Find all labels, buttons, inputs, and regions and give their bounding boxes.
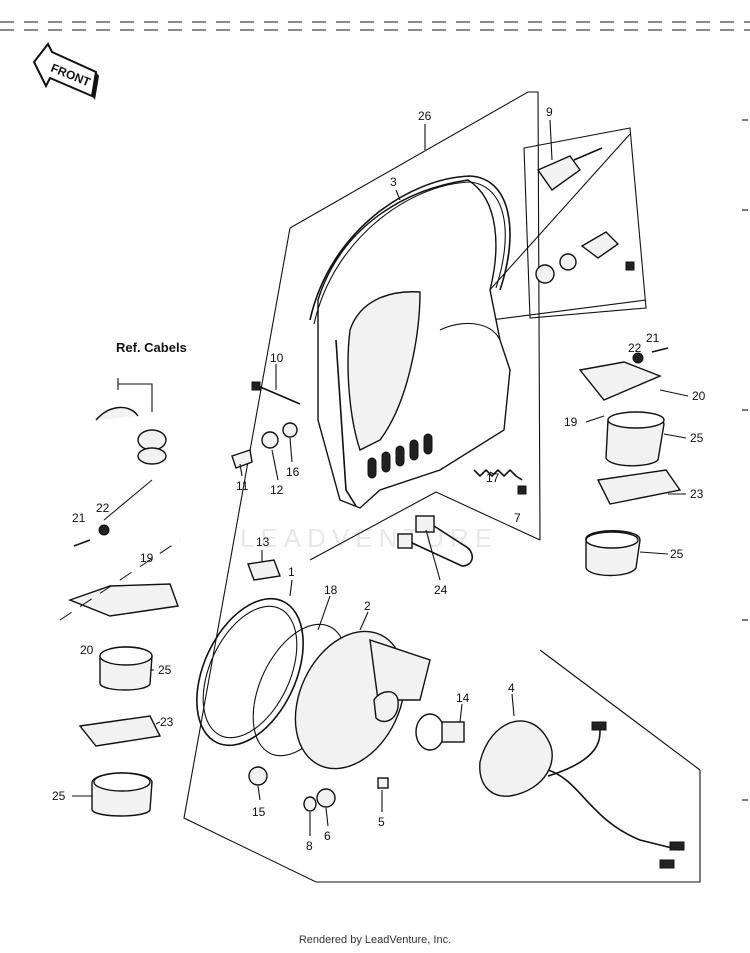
callout-25-left-upper: 25 [158,663,172,677]
small-fasteners-part [248,766,389,812]
switch-bracket-part [535,147,635,284]
socket-cover-part [479,720,685,869]
assembly-frame-lines [183,91,701,883]
callout-21-right: 21 [646,331,660,345]
callout-25-right-upper: 25 [690,431,704,445]
callout-13: 13 [256,535,270,549]
callout-1: 1 [288,565,295,579]
seal-strip-part [309,175,511,325]
socket-cable-part [397,515,474,567]
front-arrow-icon: FRONT [32,42,99,100]
callout-5: 5 [378,815,385,829]
callout-14: 14 [456,691,470,705]
callout-17: 17 [486,471,500,485]
callout-25-right-lower: 25 [670,547,684,561]
callout-23-right: 23 [690,487,704,501]
callout-10: 10 [270,351,284,365]
callout-4: 4 [508,681,515,695]
spring-part [473,468,527,495]
callout-24: 24 [434,583,448,597]
callout-11: 11 [236,479,249,493]
callout-19-left: 19 [140,551,154,565]
headlight-rim-part [196,597,304,747]
headlight-housing-part [317,179,511,509]
clip-part [247,559,281,581]
right-clamp-assembly [578,347,682,577]
top-border [0,21,750,801]
callout-21-left: 21 [72,511,86,525]
callout-26: 26 [418,109,432,123]
callout-7: 7 [514,511,521,525]
bolt-part [231,381,301,469]
callout-3: 3 [390,175,397,189]
callout-25-left-lower: 25 [52,789,66,803]
callout-18: 18 [324,583,338,597]
callout-23-left: 23 [160,715,174,729]
watermark-text: LEADVENTURE [240,523,498,553]
callout-19-right: 19 [564,415,578,429]
callout-numbers: 26 3 9 10 21 22 20 19 25 23 25 11 12 16 … [52,105,706,853]
callout-2: 2 [364,599,371,613]
callout-12: 12 [270,483,284,497]
callout-16: 16 [286,465,300,479]
callout-6: 6 [324,829,331,843]
reference-label: Ref. Cabels [116,340,187,355]
callout-15: 15 [252,805,266,819]
callout-9: 9 [546,105,553,119]
callout-20-left: 20 [80,643,94,657]
callout-20-right: 20 [692,389,706,403]
bulb-part [415,713,465,751]
callout-22-left: 22 [96,501,110,515]
callout-8: 8 [306,839,313,853]
left-clamp-assembly [59,378,181,817]
headlight-unit-part [294,630,431,770]
callout-22-right: 22 [628,341,642,355]
leader-lines [72,119,689,836]
footer-credit: Rendered by LeadVenture, Inc. [298,934,452,946]
